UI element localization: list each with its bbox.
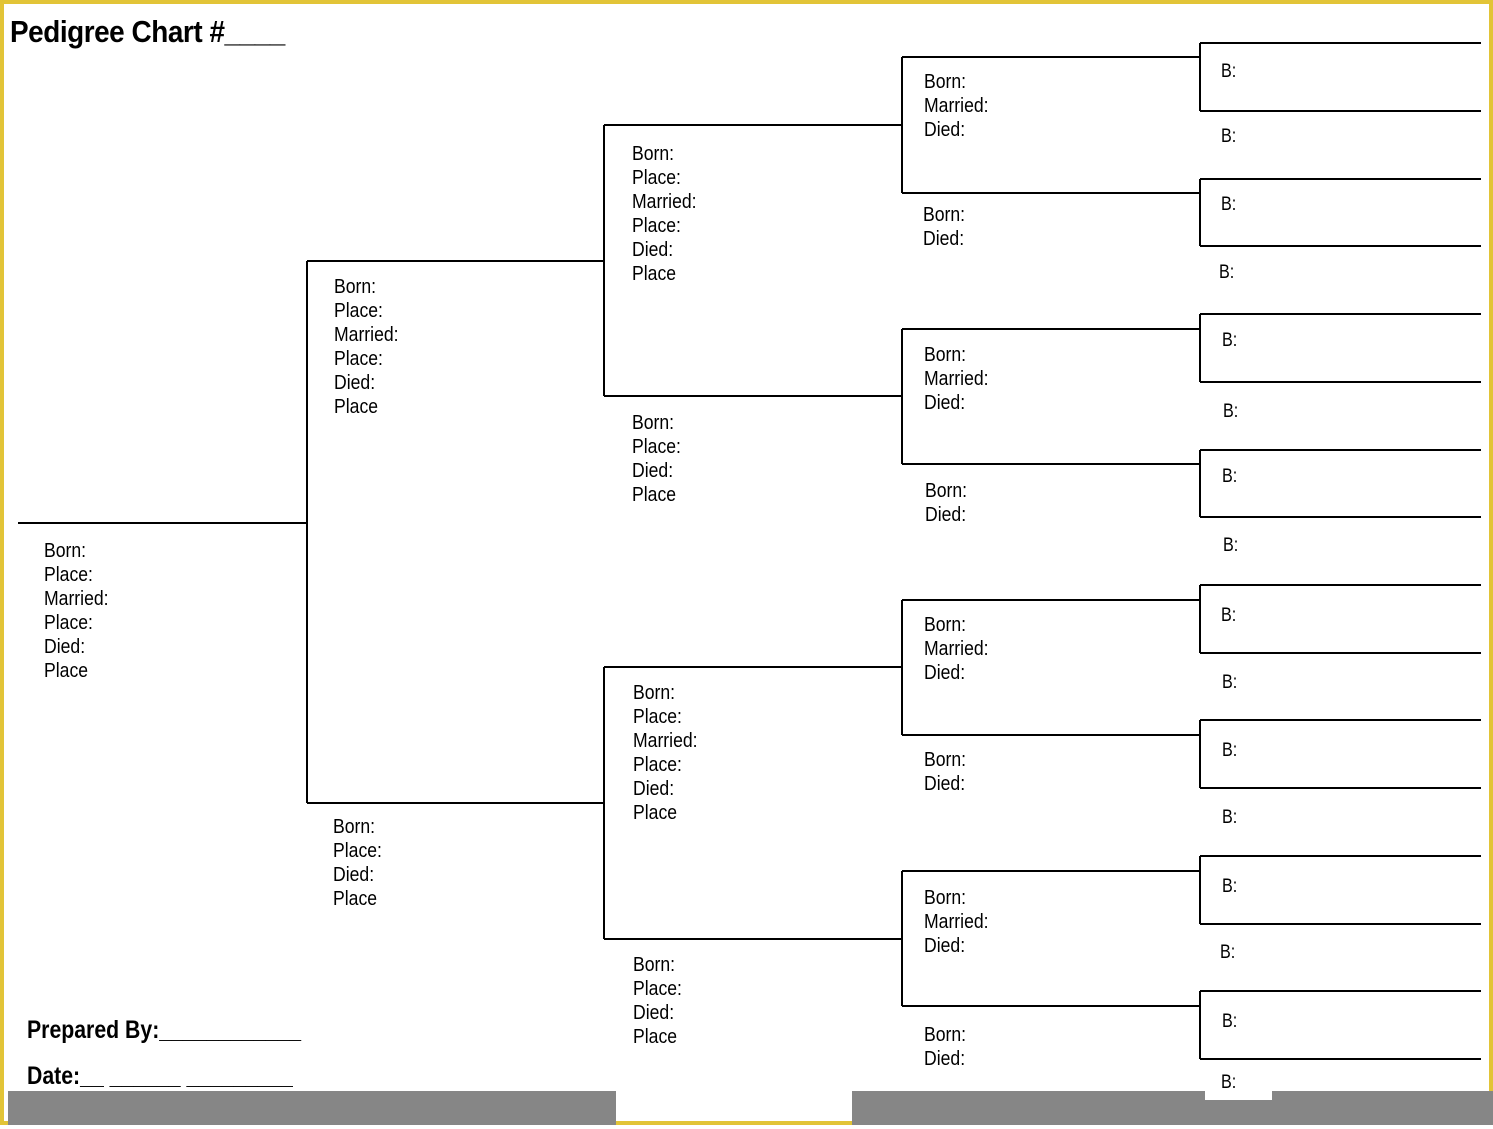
- married-label: Married:: [924, 95, 989, 117]
- gen4-person-9-fields: Born: Died:: [923, 203, 965, 251]
- born-label: Born:: [924, 887, 967, 909]
- gen5-person-21-born: B:: [1223, 401, 1239, 422]
- born-label: Born:: [334, 276, 377, 298]
- born-label: Born:: [633, 682, 676, 704]
- place-label: Place:: [44, 612, 93, 634]
- place-label: Place: [632, 263, 677, 285]
- died-label: Died:: [334, 372, 376, 394]
- gen5-person-28-born: B:: [1222, 876, 1238, 897]
- born-label: Born:: [924, 344, 967, 366]
- gen5-person-30-born: B:: [1222, 1011, 1238, 1032]
- place-label: Place:: [632, 215, 681, 237]
- gen5-person-17-born: B:: [1221, 126, 1237, 147]
- died-label: Died:: [632, 239, 674, 261]
- born-label: Born:: [333, 816, 376, 838]
- place-label: Place:: [632, 167, 681, 189]
- married-label: Married:: [334, 324, 399, 346]
- place-label: Place:: [334, 348, 383, 370]
- died-label: Died:: [924, 662, 966, 684]
- gen5-person-23-born: B:: [1223, 535, 1239, 556]
- born-label: Born:: [924, 1024, 967, 1046]
- footer-label-patch: [1205, 1064, 1272, 1100]
- died-label: Died:: [923, 228, 965, 250]
- place-label: Place:: [334, 300, 383, 322]
- paternal-grandmother-fields: Born: Place: Died: Place: [632, 411, 681, 507]
- died-label: Died:: [633, 778, 675, 800]
- born-label: Born:: [633, 954, 676, 976]
- gen5-person-22-born: B:: [1222, 466, 1238, 487]
- place-label: Place:: [633, 754, 682, 776]
- died-label: Died:: [333, 864, 375, 886]
- mother-fields: Born: Place: Died: Place: [333, 815, 382, 911]
- place-label: Place:: [333, 840, 382, 862]
- father-fields: Born: Place: Married: Place: Died: Place: [334, 275, 399, 419]
- born-label: Born:: [924, 749, 967, 771]
- gen4-person-15-fields: Born: Died:: [924, 1023, 966, 1071]
- married-label: Married:: [924, 368, 989, 390]
- place-label: Place:: [633, 706, 682, 728]
- married-label: Married:: [44, 588, 109, 610]
- pedigree-tree-lines: [18, 42, 1481, 1060]
- gen5-person-26-born: B:: [1222, 740, 1238, 761]
- place-label: Place: [334, 396, 379, 418]
- footer-bar-left: [8, 1091, 616, 1125]
- gen5-person-27-born: B:: [1222, 807, 1238, 828]
- gen5-person-31-born: B:: [1221, 1072, 1237, 1093]
- gen4-person-10-fields: Born: Married: Died:: [924, 343, 989, 415]
- gen5-person-29-born: B:: [1220, 942, 1236, 963]
- died-label: Died:: [632, 460, 674, 482]
- gen5-person-18-born: B:: [1221, 194, 1237, 215]
- gen4-person-12-fields: Born: Married: Died:: [924, 613, 989, 685]
- died-label: Died:: [924, 935, 966, 957]
- place-label: Place: [632, 484, 677, 506]
- gen5-person-16-born: B:: [1221, 61, 1237, 82]
- gen4-person-13-fields: Born: Died:: [924, 748, 966, 796]
- married-label: Married:: [633, 730, 698, 752]
- married-label: Married:: [924, 911, 989, 933]
- born-label: Born:: [632, 143, 675, 165]
- maternal-grandfather-fields: Born: Place: Married: Place: Died: Place: [633, 681, 698, 825]
- married-label: Married:: [924, 638, 989, 660]
- place-label: Place:: [633, 978, 682, 1000]
- married-label: Married:: [632, 191, 697, 213]
- place-label: Place: [633, 802, 678, 824]
- paternal-grandfather-fields: Born: Place: Married: Place: Died: Place: [632, 142, 697, 286]
- gen4-person-8-fields: Born: Married: Died:: [924, 70, 989, 142]
- born-label: Born:: [923, 204, 966, 226]
- gen4-person-11-fields: Born: Died:: [925, 479, 967, 527]
- born-label: Born:: [925, 480, 968, 502]
- date-field[interactable]: Date:__ ______ _________: [27, 1062, 293, 1090]
- born-label: Born:: [924, 71, 967, 93]
- prepared-by-field[interactable]: Prepared By:____________: [27, 1016, 302, 1044]
- person-1-fields: Born: Place: Married: Place: Died: Place: [44, 539, 109, 683]
- died-label: Died:: [924, 392, 966, 414]
- died-label: Died:: [924, 773, 966, 795]
- died-label: Died:: [924, 1048, 966, 1070]
- died-label: Died:: [924, 119, 966, 141]
- born-label: Born:: [44, 540, 87, 562]
- gen4-person-14-fields: Born: Married: Died:: [924, 886, 989, 958]
- born-label: Born:: [632, 412, 675, 434]
- died-label: Died:: [44, 636, 86, 658]
- place-label: Place: [333, 888, 378, 910]
- gen5-person-25-born: B:: [1222, 672, 1238, 693]
- maternal-grandmother-fields: Born: Place: Died: Place: [633, 953, 682, 1049]
- place-label: Place: [44, 660, 89, 682]
- place-label: Place: [633, 1026, 678, 1048]
- died-label: Died:: [925, 504, 967, 526]
- born-label: Born:: [924, 614, 967, 636]
- gen5-person-20-born: B:: [1222, 330, 1238, 351]
- footer-bar-right: [852, 1091, 1493, 1125]
- place-label: Place:: [44, 564, 93, 586]
- chart-title: Pedigree Chart #____: [10, 14, 285, 49]
- gen5-person-24-born: B:: [1221, 605, 1237, 626]
- gen5-person-19-born: B:: [1219, 262, 1235, 283]
- place-label: Place:: [632, 436, 681, 458]
- died-label: Died:: [633, 1002, 675, 1024]
